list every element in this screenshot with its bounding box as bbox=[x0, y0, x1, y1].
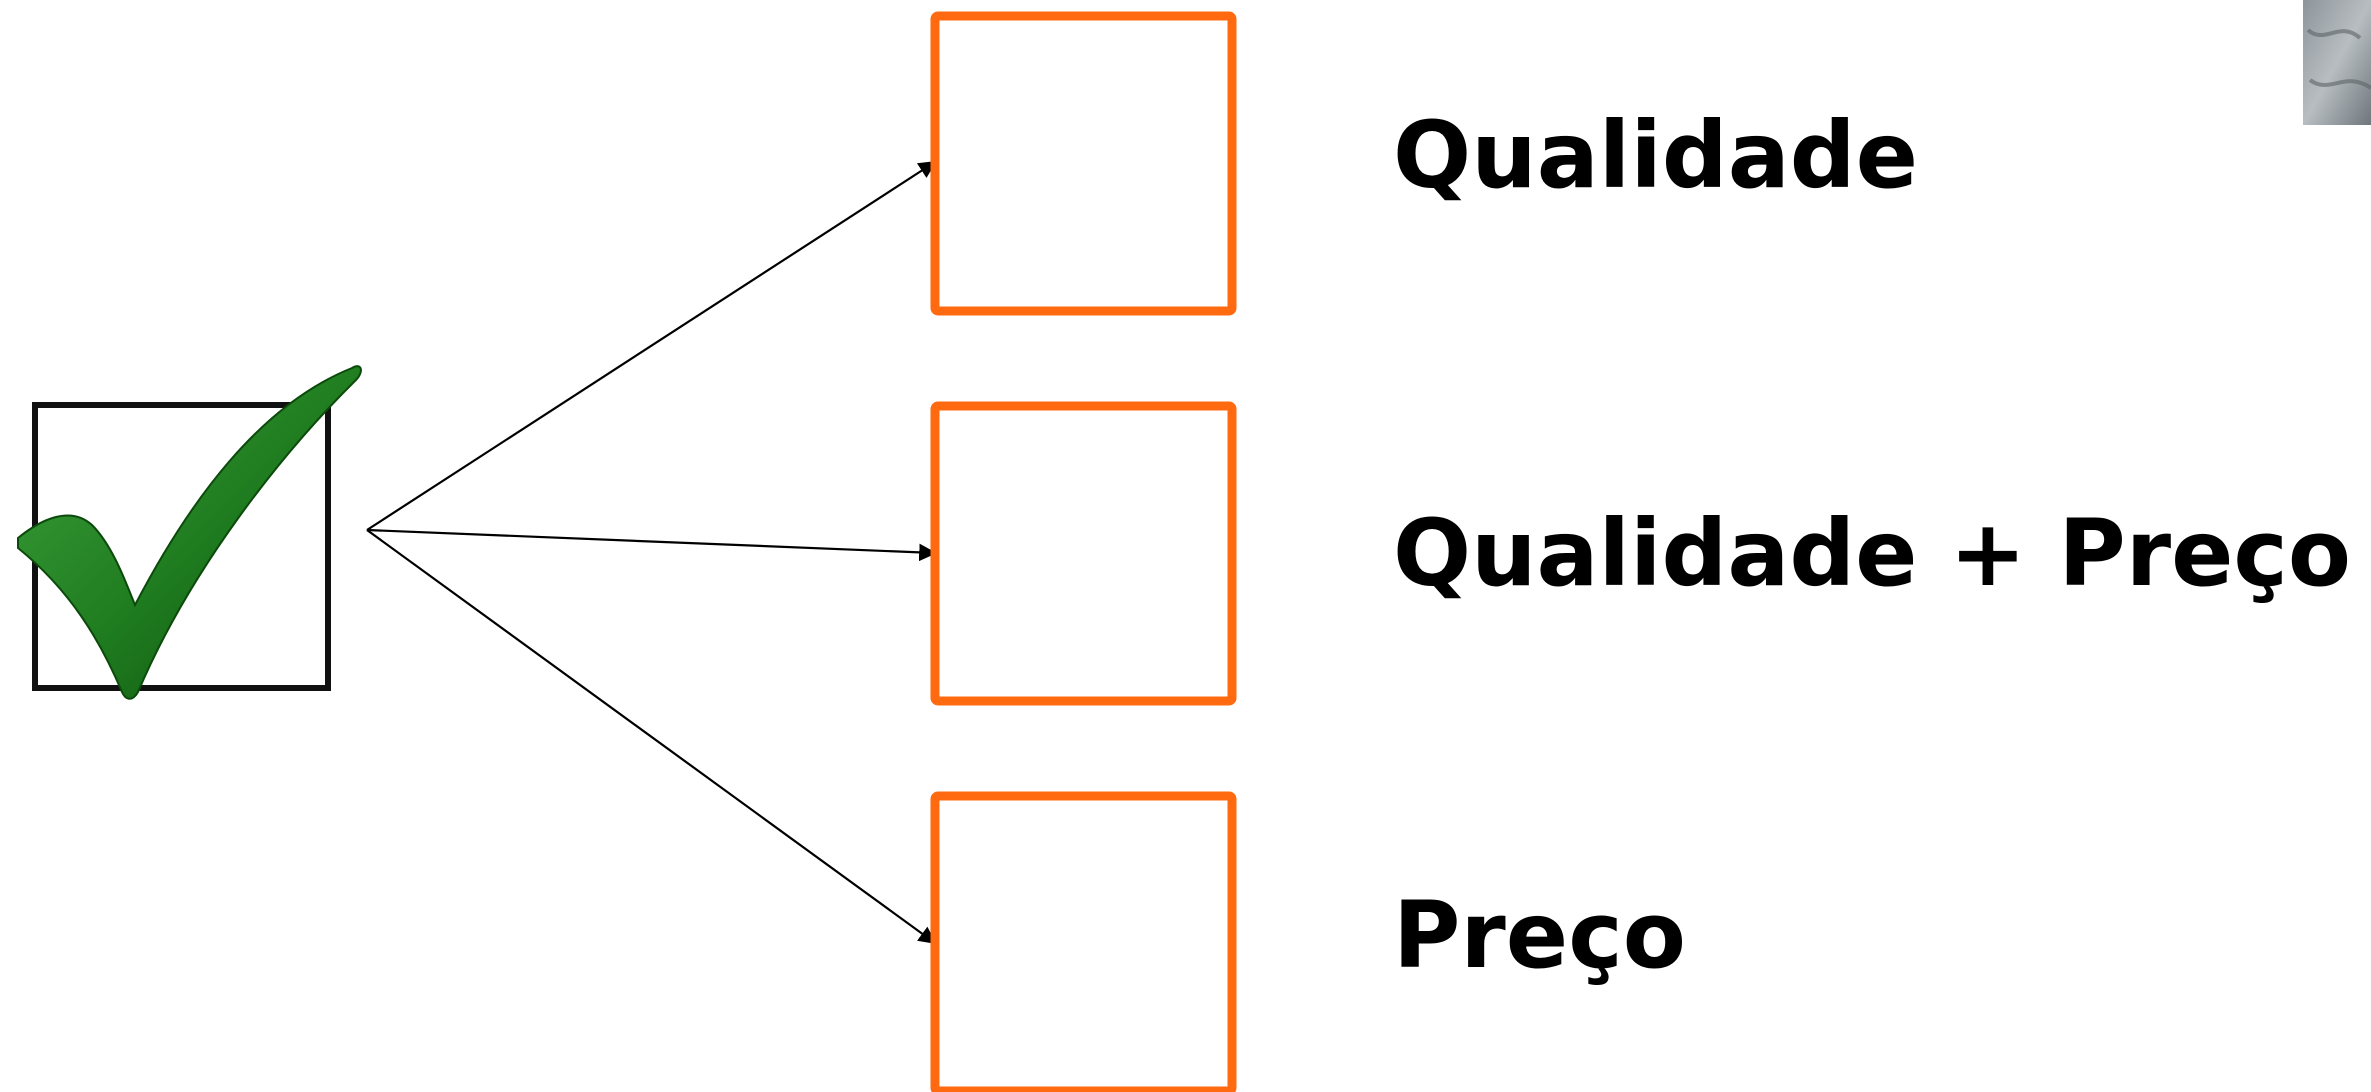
option-preco[interactable]: Preço bbox=[930, 791, 1686, 1092]
connector-to-option-3 bbox=[366, 529, 937, 945]
checked-checkbox-icon bbox=[17, 365, 362, 700]
connector-to-option-1 bbox=[366, 161, 937, 531]
option-qualidade[interactable]: Qualidade bbox=[930, 11, 1918, 316]
connectors bbox=[366, 161, 937, 945]
option-label: Preço bbox=[1393, 882, 1686, 989]
option-checkbox[interactable] bbox=[930, 401, 1237, 706]
connector-to-option-2 bbox=[366, 528, 937, 562]
checkmark-icon bbox=[17, 365, 362, 700]
corner-photo-thumbnail bbox=[2303, 0, 2371, 125]
option-label: Qualidade bbox=[1393, 102, 1918, 209]
option-qualidade-preco[interactable]: Qualidade + Preço bbox=[930, 401, 2351, 706]
option-checkbox[interactable] bbox=[930, 11, 1237, 316]
option-label: Qualidade + Preço bbox=[1393, 500, 2351, 607]
option-checkbox[interactable] bbox=[930, 791, 1237, 1092]
